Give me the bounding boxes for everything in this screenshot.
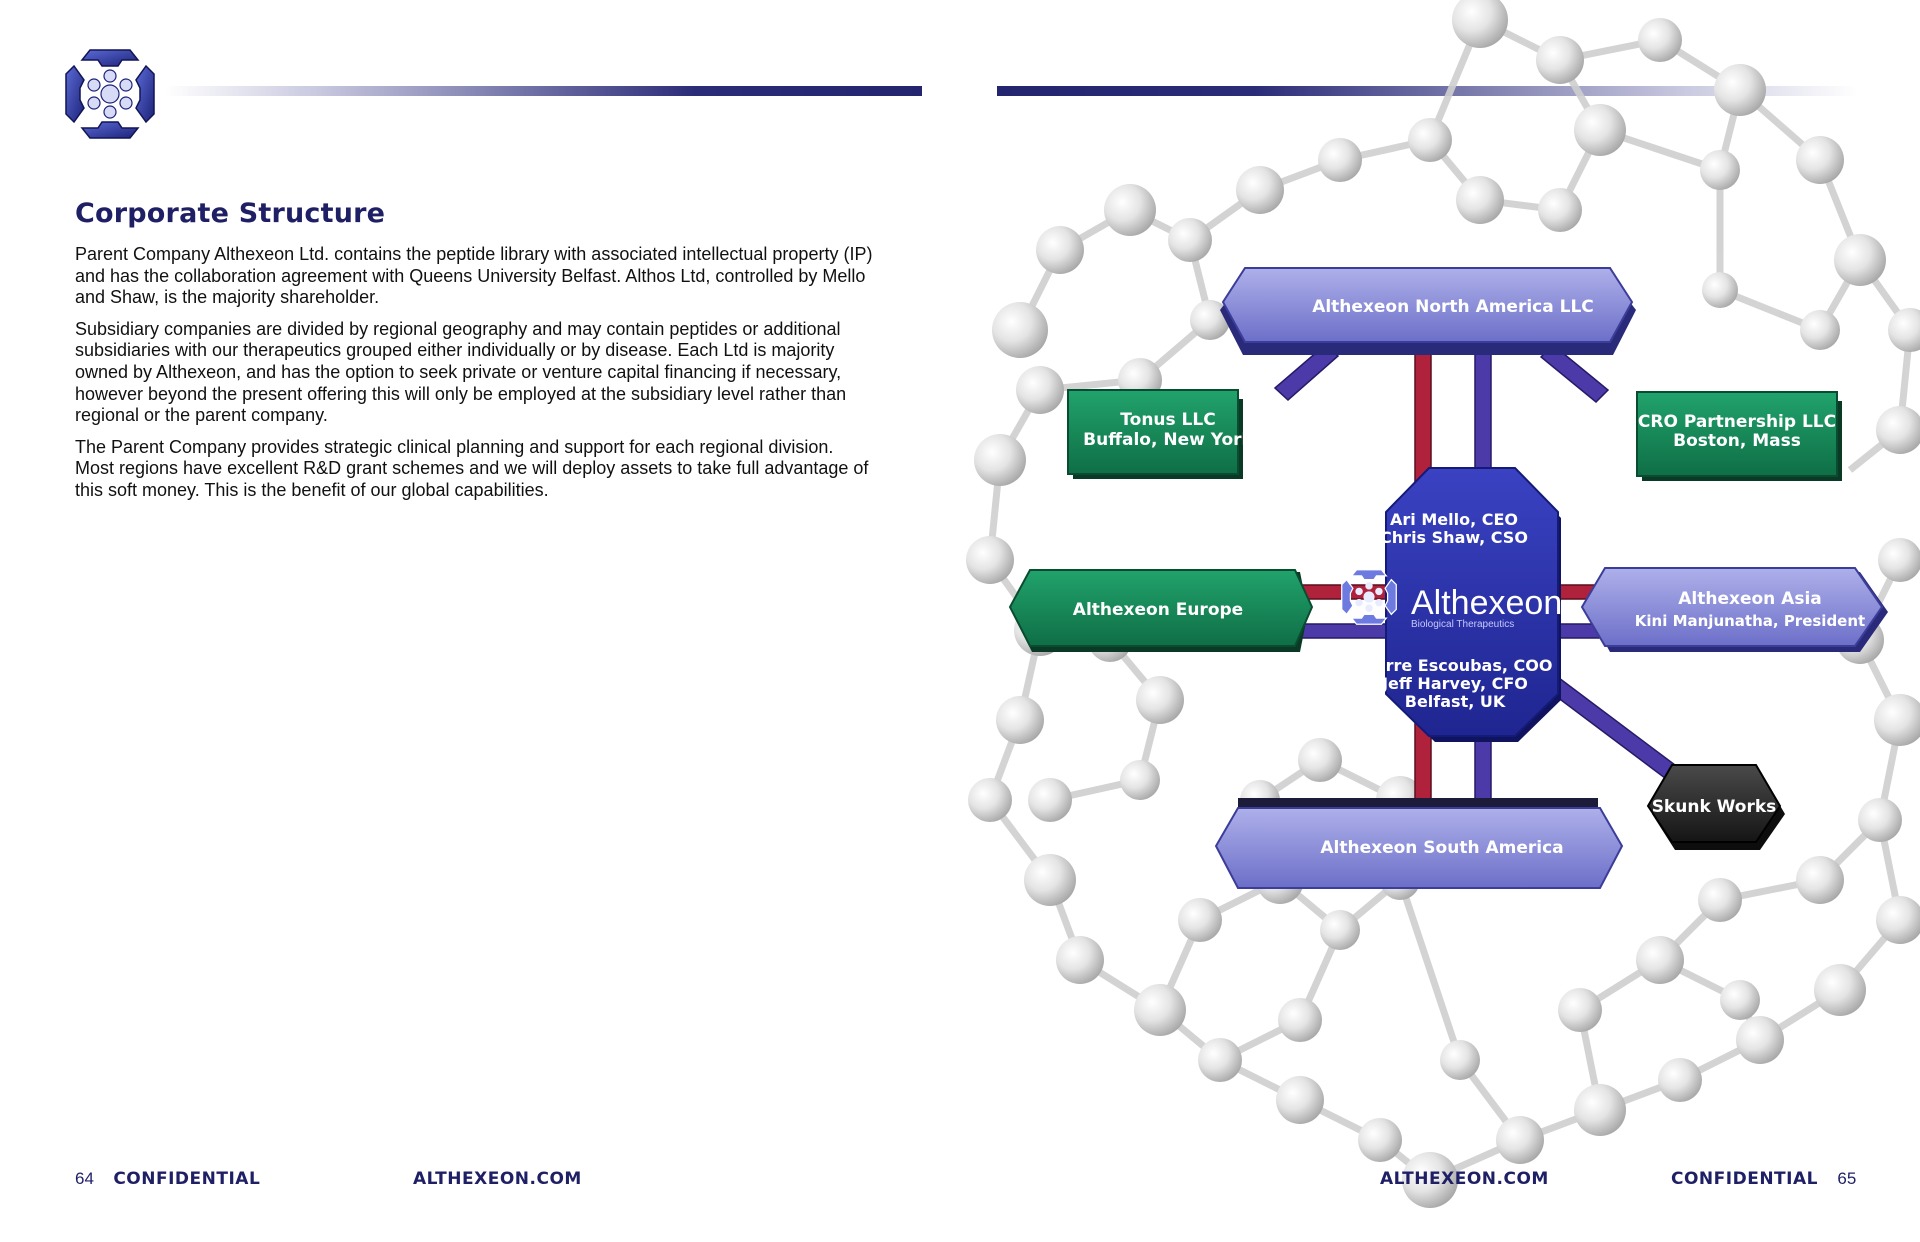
asia-president: Kini Manjunatha, President xyxy=(1635,612,1865,630)
page-number: 64 xyxy=(75,1169,94,1188)
node-cro: CRO Partnership LLC Boston, Mass xyxy=(1636,391,1842,481)
website-link[interactable]: ALTHEXEON.COM xyxy=(413,1169,582,1189)
node-europe: Althexeon Europe xyxy=(1008,569,1314,652)
south-america-label: Althexeon South America xyxy=(1320,838,1563,858)
tonus-name: Tonus LLC xyxy=(1120,410,1215,430)
node-asia: Althexeon Asia Kini Manjunatha, Presiden… xyxy=(1580,567,1888,652)
center-tagline: Biological Therapeutics xyxy=(1411,619,1514,630)
footer-left: 64 CONFIDENTIAL xyxy=(75,1168,260,1190)
paragraph: Parent Company Althexeon Ltd. contains t… xyxy=(75,244,873,308)
cro-location: Boston, Mass xyxy=(1673,431,1801,451)
footer-website-right: ALTHEXEON.COM xyxy=(1380,1168,1549,1190)
left-page: Corporate Structure Parent Company Althe… xyxy=(65,49,922,1190)
confidential-label: CONFIDENTIAL xyxy=(113,1169,261,1189)
tonus-location: Buffalo, New York xyxy=(1083,430,1253,450)
europe-label: Althexeon Europe xyxy=(1073,600,1243,620)
center-line: Pierre Escoubas, COO xyxy=(1358,656,1553,675)
center-logo-icon xyxy=(1341,569,1397,625)
center-brand: Althexeon xyxy=(1411,584,1562,622)
confidential-label: CONFIDENTIAL xyxy=(1671,1169,1818,1189)
website-link[interactable]: ALTHEXEON.COM xyxy=(1380,1169,1549,1189)
center-line: Ari Mello, CEO xyxy=(1390,510,1518,529)
paragraph: Subsidiary companies are divided by regi… xyxy=(75,318,847,426)
althexeon-logo-icon xyxy=(65,49,155,139)
org-chart-diagram: Althexeon North America LLC Tonus LLC Bu… xyxy=(966,0,1920,1208)
paragraph: The Parent Company provides strategic cl… xyxy=(75,436,869,500)
header-rule xyxy=(997,86,1857,96)
center-line: Chris Shaw, CSO xyxy=(1380,528,1528,547)
footer-website-left: ALTHEXEON.COM xyxy=(413,1168,582,1190)
right-page: Althexeon North America LLC Tonus LLC Bu… xyxy=(960,0,1920,1242)
center-line: Belfast, UK xyxy=(1405,692,1506,711)
skunk-works-label: Skunk Works xyxy=(1652,797,1777,817)
node-north-america: Althexeon North America LLC xyxy=(1220,267,1636,355)
node-center: Ari Mello, CEO Chris Shaw, CSO Althexeon… xyxy=(1341,467,1562,742)
north-america-label: Althexeon North America LLC xyxy=(1312,297,1594,317)
cro-name: CRO Partnership LLC xyxy=(1638,412,1836,432)
page-number: 65 xyxy=(1837,1169,1857,1188)
header-rule xyxy=(165,86,922,96)
center-line: Jeff Harvey, CFO xyxy=(1381,674,1528,693)
node-skunk-works: Skunk Works xyxy=(1646,764,1785,850)
asia-name: Althexeon Asia xyxy=(1678,589,1822,609)
body-text: Parent Company Althexeon Ltd. contains t… xyxy=(75,244,875,512)
node-south-america: Althexeon South America xyxy=(1214,798,1624,889)
footer-right: CONFIDENTIAL 65 xyxy=(1671,1168,1856,1190)
node-tonus: Tonus LLC Buffalo, New York xyxy=(1067,389,1254,479)
page-title: Corporate Structure xyxy=(75,198,386,229)
